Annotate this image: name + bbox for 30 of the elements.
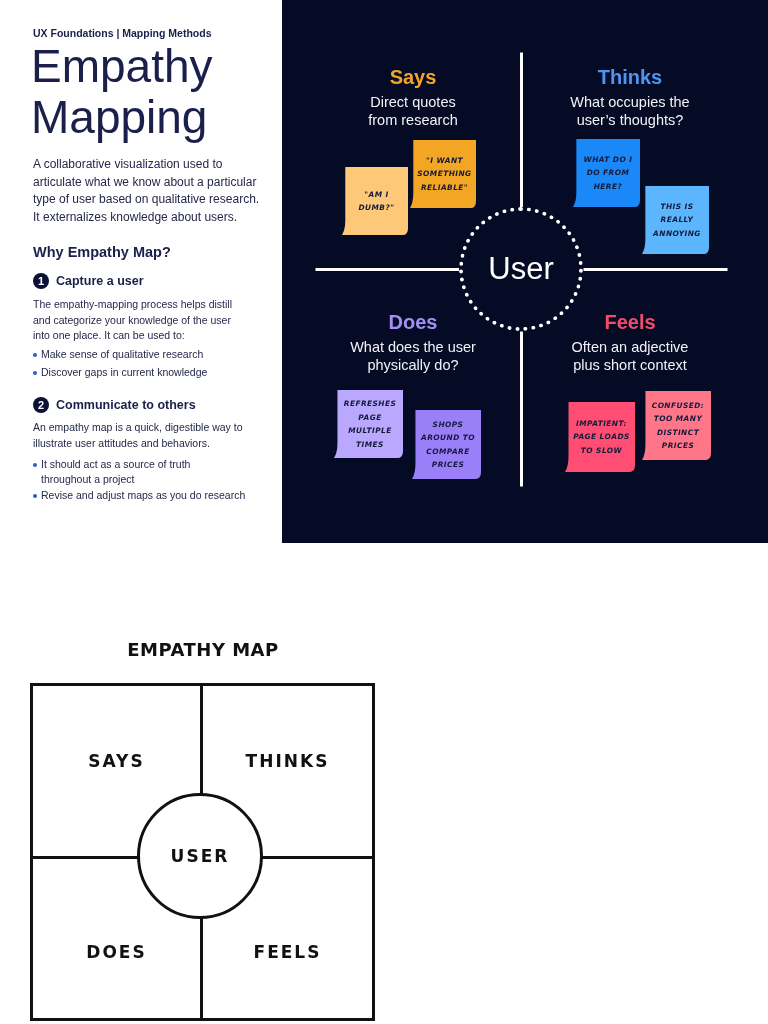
quadrant-heading: Feels: [603, 310, 657, 334]
breadcrumb: UX Foundations | Mapping Methods: [33, 27, 212, 40]
cell-label: THINKS: [245, 750, 330, 772]
circle-label: USER: [170, 845, 230, 867]
quadrant-description: What occupies the user’s thoughts?: [569, 93, 691, 129]
page-title: Empathy Mapping: [31, 41, 214, 143]
quadrant-description: Often an adjective plus short context: [570, 338, 690, 374]
cell-label: SAYS: [88, 750, 145, 772]
cell-label: FEELS: [253, 941, 322, 963]
bullet-text: Make sense of qualitative research: [41, 347, 205, 362]
quadrant-heading: Does: [387, 310, 439, 334]
quadrant-description: Direct quotes from research: [367, 93, 459, 129]
step-number: 2: [33, 397, 49, 413]
step-number: 1: [33, 273, 49, 289]
section-heading: Why Empathy Map?: [33, 243, 171, 261]
body-paragraph: The empathy-mapping process helps distill and categorize your knowledge of the user into one place. It can be used to:: [33, 297, 233, 343]
bullet-text: Revise and adjust maps as you do research: [41, 488, 247, 503]
step-heading: Capture a user: [56, 274, 144, 289]
step-heading: Communicate to others: [56, 398, 196, 413]
body-paragraph: An empathy map is a quick, digestible way to illustrate user attitudes and behaviors.: [33, 420, 244, 451]
bullet-text: It should act as a source of truth throughout a project: [41, 457, 192, 486]
cell-label: DOES: [86, 941, 147, 963]
dark-panel: [282, 0, 768, 543]
map-title: EMPATHY MAP: [126, 638, 280, 662]
quadrant-description: What does the user physically do?: [349, 338, 477, 374]
bullet-text: Discover gaps in current knowledge: [41, 365, 209, 380]
quadrant-heading: Thinks: [596, 65, 664, 89]
quadrant-heading: Says: [388, 65, 438, 89]
intro-paragraph: A collaborative visualization used to articulate what we know about a particular type of user based on qualitative research. It externalizes knowledge about users.: [33, 156, 261, 226]
circle-label: User: [488, 252, 554, 286]
